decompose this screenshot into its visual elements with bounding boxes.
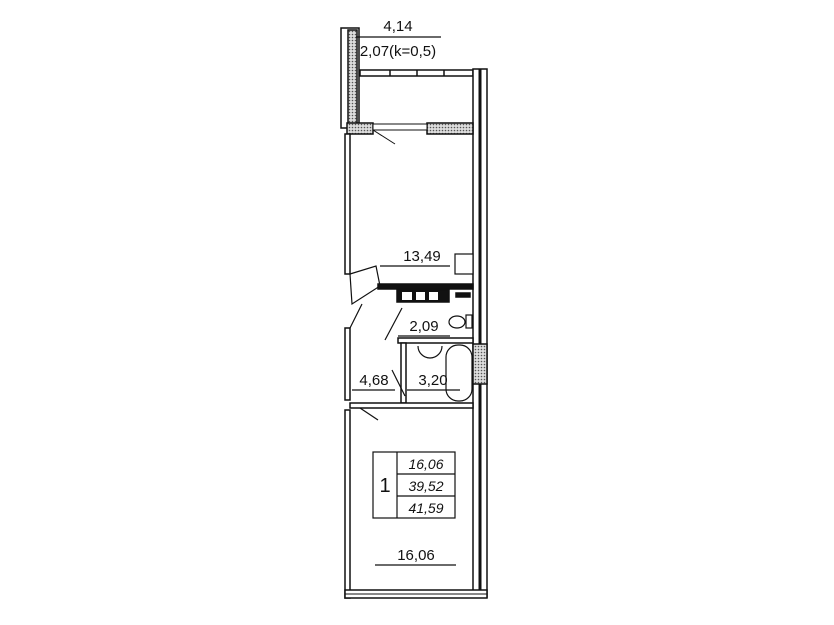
toilet-icon — [448, 315, 466, 329]
total-with-balcony: 41,59 — [408, 500, 443, 516]
hallway-area: 4,68 — [359, 372, 388, 389]
bathroom-area: 3,20 — [418, 372, 447, 389]
kitchen-area: 13,49 — [403, 248, 441, 265]
entrance-door — [349, 265, 381, 329]
toilet-area: 2,09 — [409, 318, 438, 335]
balcony-area-reduced: 2,07(k=0,5) — [360, 43, 436, 60]
balcony-door — [372, 123, 428, 131]
apartment-summary-table — [372, 451, 456, 519]
living-room-area: 16,06 — [397, 547, 435, 564]
washbasin-icon — [417, 345, 443, 359]
bathtub-icon — [445, 344, 473, 402]
balcony-area-total: 4,14 — [383, 18, 412, 35]
rooms-count: 1 — [379, 475, 390, 497]
kitchen-sink-icon — [454, 253, 474, 275]
living-area: 16,06 — [408, 456, 443, 472]
total-area: 39,52 — [408, 478, 443, 494]
